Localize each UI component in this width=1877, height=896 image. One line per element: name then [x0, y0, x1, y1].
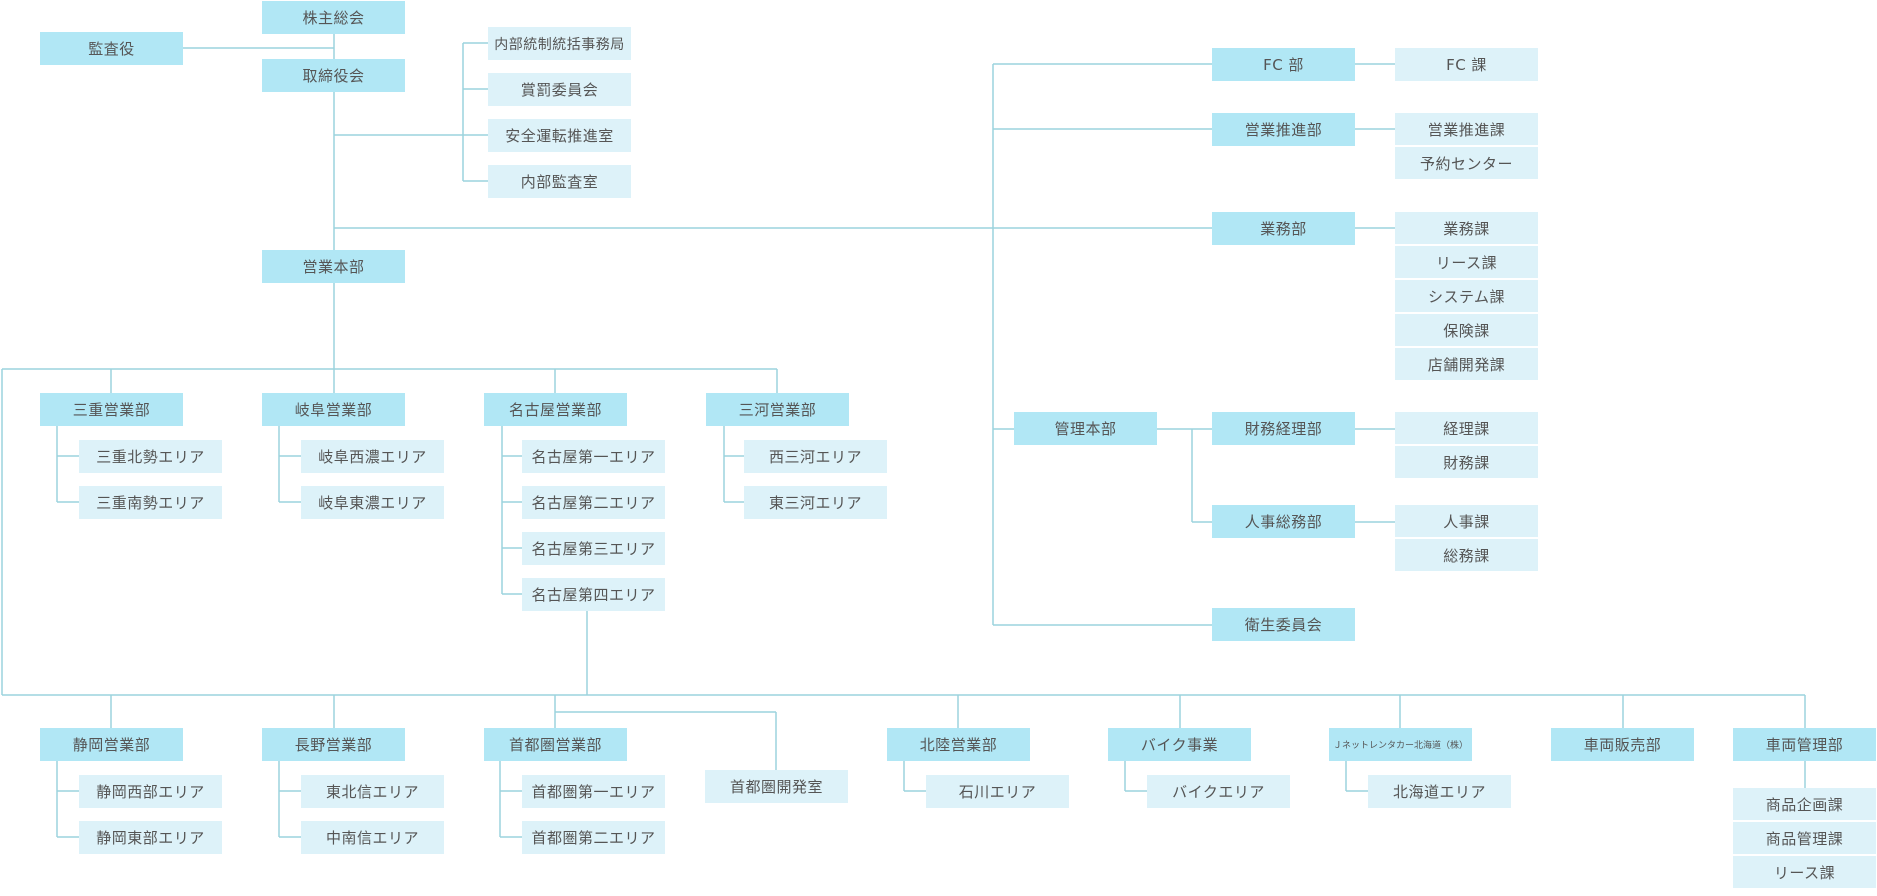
node-hokuriku-area-1: 石川エリア [926, 775, 1069, 808]
node-jinji-somu-bu: 人事総務部 [1212, 505, 1355, 538]
node-shizuoka-eigyobu: 静岡営業部 [40, 728, 183, 761]
node-shutoken-kaihatsu: 首都圏開発室 [705, 770, 848, 803]
node-shizuoka-area-1: 静岡西部エリア [79, 775, 222, 808]
node-mikawa-area-1: 西三河エリア [744, 440, 887, 473]
node-bike-area-1: バイクエリア [1147, 775, 1290, 808]
node-zaimu-keiri-sec-2: 財務課 [1395, 446, 1538, 478]
node-torishimariyakukai: 取締役会 [262, 59, 405, 92]
node-kanri-honbu: 管理本部 [1014, 412, 1157, 445]
node-shutoken-area-2: 首都圏第二エリア [522, 821, 665, 854]
node-jinji-somu-sec-1: 人事課 [1395, 505, 1538, 537]
node-sharyo-kanri-sec-1: 商品企画課 [1733, 788, 1876, 820]
node-mie-area-2: 三重南勢エリア [79, 486, 222, 519]
node-mie-eigyobu: 三重営業部 [40, 393, 183, 426]
node-eigyo-suishin-sec-1: 営業推進課 [1395, 113, 1538, 145]
node-gyomu-sec-2: リース課 [1395, 246, 1538, 278]
node-nagoya-area-2: 名古屋第二エリア [522, 486, 665, 519]
node-zaimu-keiri-bu: 財務経理部 [1212, 412, 1355, 445]
node-gyomu-sec-4: 保険課 [1395, 314, 1538, 346]
node-bike-jigyo: バイク事業 [1108, 728, 1251, 761]
node-shizuoka-area-2: 静岡東部エリア [79, 821, 222, 854]
node-naibu-tousei: 内部統制統括事務局 [488, 27, 631, 60]
node-nagoya-area-3: 名古屋第三エリア [522, 532, 665, 565]
node-sharyo-kanri-sec-3: リース課 [1733, 856, 1876, 888]
node-eigyo-suishin-bu: 営業推進部 [1212, 113, 1355, 146]
node-hokkaido-company: Ｊネットレンタカー北海道（株） [1329, 728, 1472, 761]
node-gifu-area-2: 岐阜東濃エリア [301, 486, 444, 519]
node-zaimu-keiri-sec-1: 経理課 [1395, 412, 1538, 444]
node-shutoken-eigyobu: 首都圏営業部 [484, 728, 627, 761]
node-sharyo-kanri: 車両管理部 [1733, 728, 1876, 761]
node-kabunushi-sokai: 株主総会 [262, 1, 405, 34]
node-jinji-somu-sec-2: 総務課 [1395, 539, 1538, 571]
node-fc-sec-1: FC 課 [1395, 48, 1538, 81]
node-fc-bu: FC 部 [1212, 48, 1355, 81]
node-eigyo-suishin-sec-2: 予約センター [1395, 147, 1538, 179]
node-mie-area-1: 三重北勢エリア [79, 440, 222, 473]
node-gyomu-sec-1: 業務課 [1395, 212, 1538, 244]
node-nagano-area-2: 中南信エリア [301, 821, 444, 854]
node-nagoya-eigyobu: 名古屋営業部 [484, 393, 627, 426]
node-kansayaku: 監査役 [40, 32, 183, 65]
node-gyomu-sec-5: 店舗開発課 [1395, 348, 1538, 380]
node-nagoya-area-1: 名古屋第一エリア [522, 440, 665, 473]
node-shobatsu-iinkai: 賞罰委員会 [488, 73, 631, 106]
node-sharyo-kanri-sec-2: 商品管理課 [1733, 822, 1876, 854]
node-eisei-iinkai: 衛生委員会 [1212, 608, 1355, 641]
node-naibu-kansa: 内部監査室 [488, 165, 631, 198]
node-anzen-unten: 安全運転推進室 [488, 119, 631, 152]
node-shutoken-area-1: 首都圏第一エリア [522, 775, 665, 808]
node-gifu-eigyobu: 岐阜営業部 [262, 393, 405, 426]
node-eigyo-honbu: 営業本部 [262, 250, 405, 283]
node-hokuriku-eigyobu: 北陸営業部 [887, 728, 1030, 761]
node-mikawa-eigyobu: 三河営業部 [706, 393, 849, 426]
node-nagano-area-1: 東北信エリア [301, 775, 444, 808]
node-sharyo-hanbai: 車両販売部 [1551, 728, 1694, 761]
node-mikawa-area-2: 東三河エリア [744, 486, 887, 519]
node-hokkaido-area-1: 北海道エリア [1368, 775, 1511, 808]
node-gifu-area-1: 岐阜西濃エリア [301, 440, 444, 473]
node-nagano-eigyobu: 長野営業部 [262, 728, 405, 761]
node-nagoya-area-4: 名古屋第四エリア [522, 578, 665, 611]
node-gyomu-bu: 業務部 [1212, 212, 1355, 245]
node-gyomu-sec-3: システム課 [1395, 280, 1538, 312]
